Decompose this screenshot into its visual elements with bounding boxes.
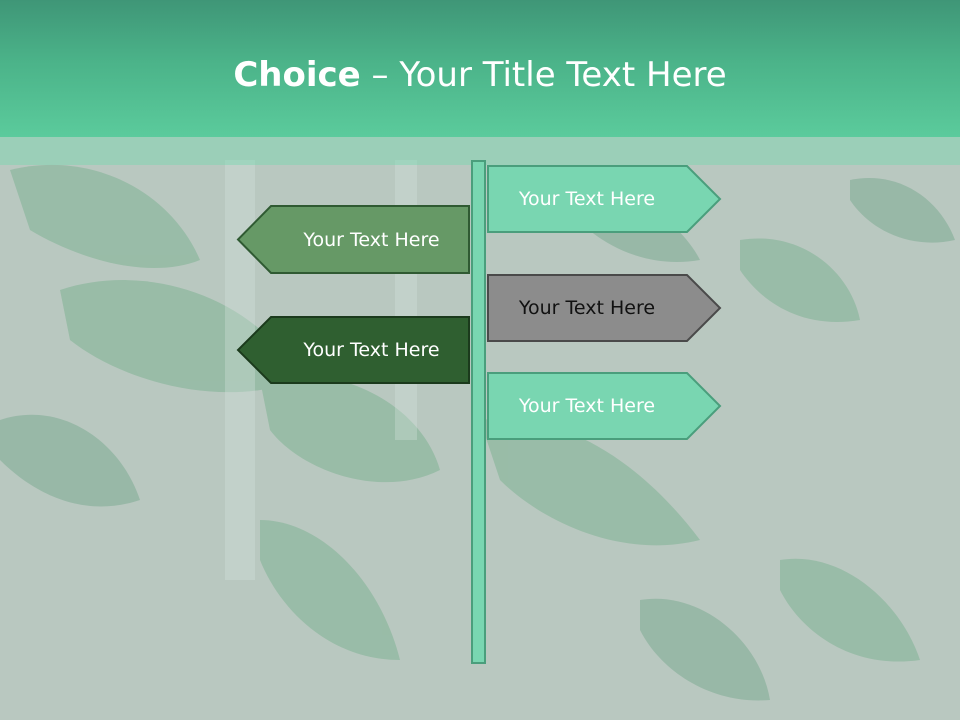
arrow-right-shape <box>487 165 722 233</box>
title-rest: – Your Title Text Here <box>360 55 727 95</box>
title-bold: Choice <box>233 55 361 95</box>
signpost-pole <box>471 160 486 664</box>
arrow-left-shape <box>236 205 470 274</box>
slide-title: Choice – Your Title Text Here <box>0 50 960 100</box>
sign-label: Your Text Here <box>303 339 440 361</box>
sign-label: Your Text Here <box>518 297 656 319</box>
arrow-left-shape <box>236 316 470 384</box>
sign-label: Your Text Here <box>303 228 440 251</box>
sign-right-2[interactable]: Your Text Here <box>487 274 722 342</box>
sign-right-3[interactable]: Your Text Here <box>487 372 722 440</box>
sign-left-1[interactable]: Your Text Here <box>236 205 470 274</box>
sign-label: Your Text Here <box>518 395 656 417</box>
sign-label: Your Text Here <box>518 188 656 210</box>
sign-left-2[interactable]: Your Text Here <box>236 316 470 384</box>
arrow-right-shape <box>487 372 722 440</box>
title-bar <box>0 0 960 137</box>
arrow-right-shape <box>487 274 722 342</box>
sign-right-1[interactable]: Your Text Here <box>487 165 722 233</box>
